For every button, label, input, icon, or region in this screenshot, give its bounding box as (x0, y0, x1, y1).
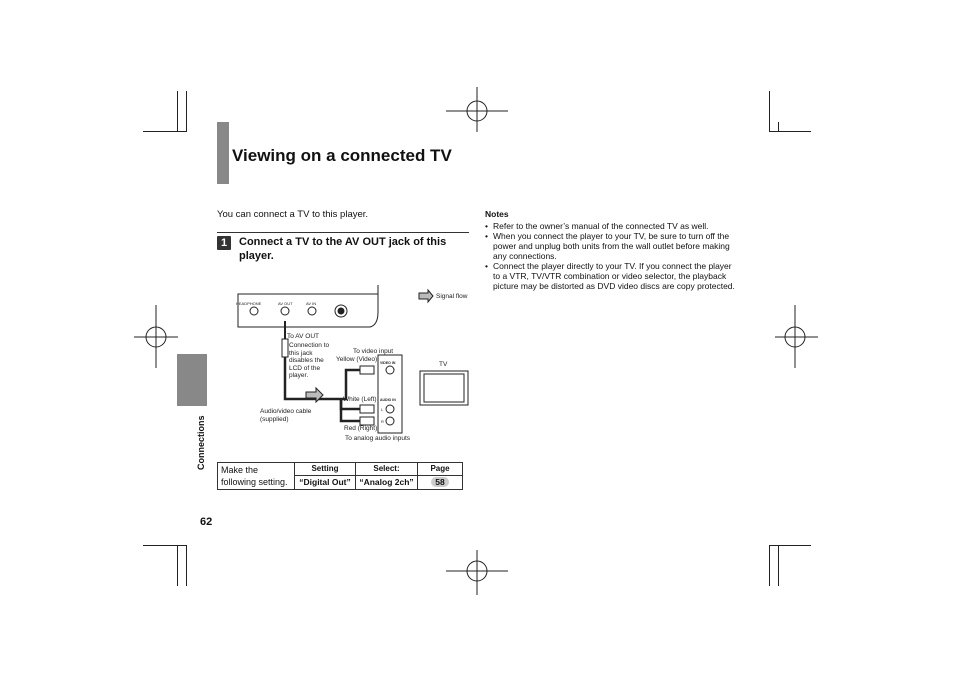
tv-input-panel (377, 354, 403, 434)
audio-in-label: AUDIO IN (380, 398, 396, 402)
page-header: Page (417, 462, 463, 476)
red-plug (359, 416, 375, 426)
to-analog-audio-label: To analog audio inputs (345, 435, 411, 442)
right-label: R (381, 419, 384, 424)
step-number: 1 (217, 236, 231, 250)
cable-label: Audio/video cable (supplied) (260, 408, 312, 423)
connection-note: Connection to this jack disables the LCD… (289, 342, 330, 379)
connection-diagram: HEADPHONE AV OUT AV IN VIDEO IN AUDIO IN… (236, 285, 469, 434)
page-ref-cell: 58 (417, 474, 463, 491)
page-title: Viewing on a connected TV (232, 146, 452, 165)
headphone-jack (249, 306, 259, 316)
select-header: Select: (355, 462, 418, 476)
note-item: Connect the player directly to your TV. … (485, 261, 735, 291)
av-in-jack (307, 306, 317, 316)
tv-label: TV (439, 361, 448, 368)
signal-arrow (305, 386, 324, 404)
notes-title: Notes (485, 209, 509, 219)
to-video-input-label: To video input (353, 348, 394, 355)
title-bar (217, 122, 229, 184)
av-in-port (334, 304, 348, 318)
signal-flow-label: Signal flow (436, 293, 468, 300)
notes-list: Refer to the owner’s manual of the conne… (485, 221, 735, 291)
player-body (237, 293, 379, 328)
jack-label-av-in: AV IN (306, 301, 316, 306)
section-tab (177, 354, 207, 406)
page-ref[interactable]: 58 (431, 477, 449, 488)
video-in-label: VIDEO IN (380, 361, 396, 365)
note-item: Refer to the owner’s manual of the conne… (485, 221, 735, 231)
jack-label-av-out: AV OUT (278, 301, 293, 306)
note-item: When you connect the player to your TV, … (485, 231, 735, 261)
white-plug (359, 404, 375, 414)
setting-header: Setting (294, 462, 356, 476)
signal-legend-arrow (418, 288, 434, 304)
setting-value: “Digital Out” (294, 474, 356, 491)
yellow-plug (359, 365, 375, 375)
section-label: Connections (196, 415, 206, 470)
page-number: 62 (200, 516, 213, 528)
red-right-label: Red (Right) (344, 425, 378, 432)
select-value: “Analog 2ch” (355, 474, 418, 491)
jack-label-headphone: HEADPHONE (236, 301, 262, 306)
intro-text: You can connect a TV to this player. (217, 209, 369, 220)
yellow-video-label: Yellow (Video) (336, 356, 378, 363)
av-out-jack (280, 306, 290, 316)
tv-icon (419, 370, 469, 406)
av-plug (281, 338, 289, 358)
setting-lead: Make the following setting. (217, 462, 295, 490)
step-text: Connect a TV to the AV OUT jack of this … (239, 236, 447, 262)
notes: Notes Refer to the owner’s manual of the… (485, 209, 735, 291)
left-label: L (381, 407, 384, 412)
divider (217, 232, 469, 233)
white-left-label: White (Left) (343, 396, 377, 403)
to-av-out-label: To AV OUT (287, 333, 320, 340)
setting-table: Make the following setting. Setting Sele… (217, 462, 463, 491)
